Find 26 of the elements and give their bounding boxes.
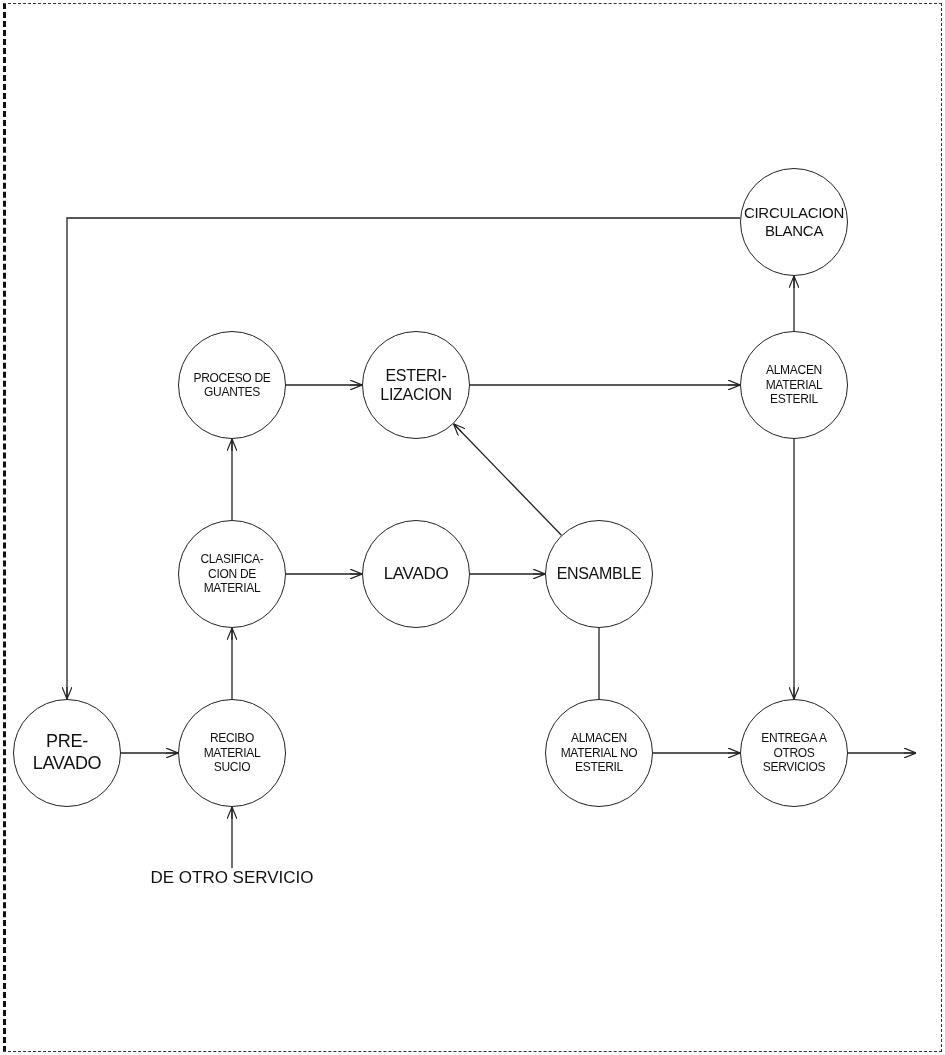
node-label: ESTERI- LIZACION [379, 365, 453, 405]
arrow [226, 438, 238, 521]
node-label: ALMACEN MATERIAL NO ESTERIL [559, 731, 639, 775]
arrow [120, 747, 179, 759]
arrow [61, 217, 741, 700]
arrow [788, 275, 800, 332]
arrow [226, 806, 238, 869]
source-label: DE OTRO SERVICIO [150, 868, 314, 888]
arrow [226, 627, 238, 700]
arrow [847, 747, 917, 759]
arrow [469, 379, 741, 391]
node-label: ENTREGA A OTROS SERVICIOS [760, 731, 828, 775]
arrow [285, 379, 363, 391]
node-label: PRE- LAVADO [31, 731, 103, 775]
node-label: ENSAMBLE [555, 564, 643, 584]
node-label: PROCESO DE GUANTES [192, 370, 272, 400]
node-label: CIRCULACION BLANCA [742, 204, 845, 240]
node-label: LAVADO [382, 563, 450, 585]
arrow [452, 423, 563, 536]
arrow [469, 568, 546, 580]
node-label: ALMACEN MATERIAL ESTERIL [764, 363, 824, 407]
node-label: RECIBO MATERIAL SUCIO [202, 731, 262, 775]
arrow [285, 568, 363, 580]
arrow [652, 747, 741, 759]
arrow [788, 438, 800, 700]
node-label: CLASIFICA- CION DE MATERIAL [199, 552, 265, 596]
